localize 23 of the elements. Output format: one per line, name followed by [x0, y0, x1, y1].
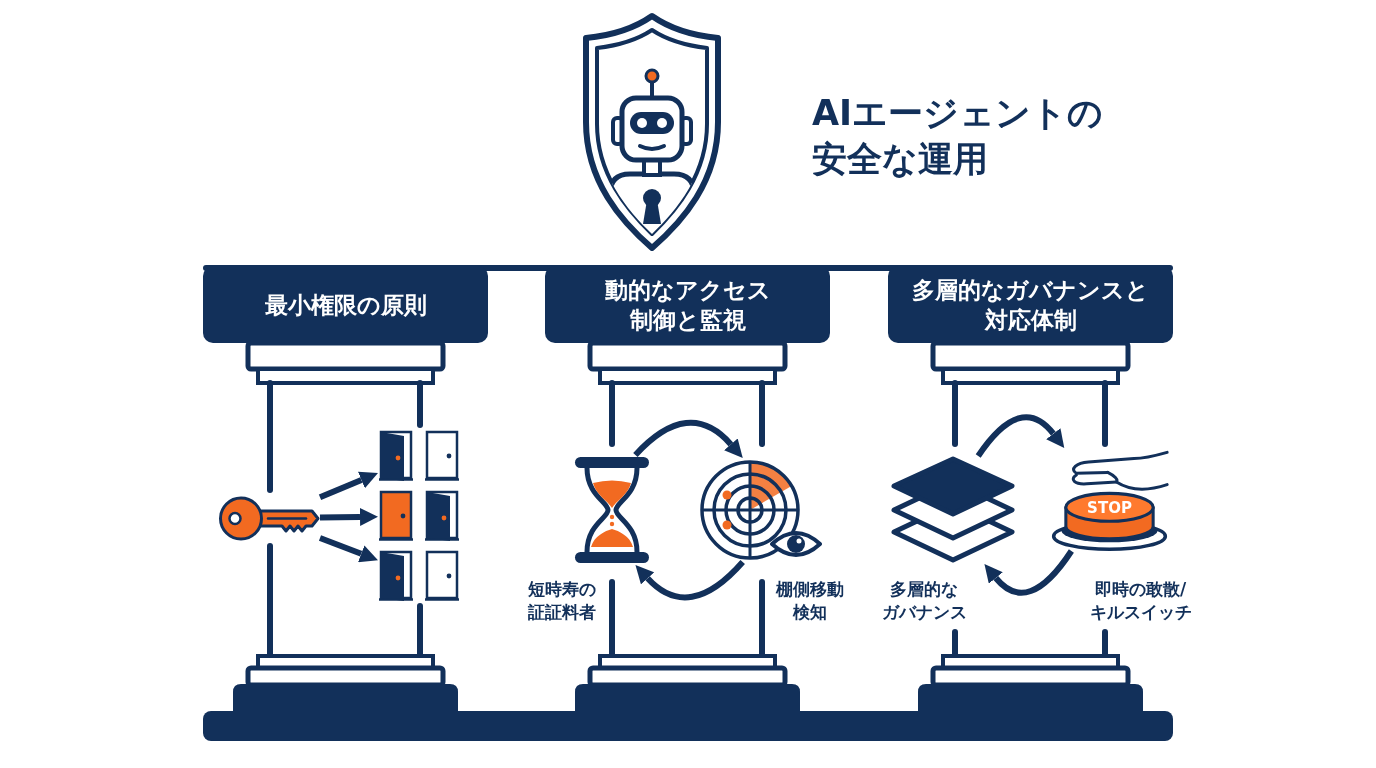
arrow	[975, 414, 1066, 458]
doors-icon	[378, 430, 460, 482]
hourglass-icon	[573, 455, 651, 565]
radar-eye-icon	[700, 458, 822, 562]
arrow	[318, 535, 378, 563]
node-label: 多層的なガバナンス	[880, 578, 968, 624]
layers-icon	[890, 456, 1016, 564]
pillar-heading: 最小権限の原則	[264, 290, 427, 320]
pillar-heading: 多層的なガバナンスと対応体制	[911, 275, 1150, 335]
arrow	[634, 559, 745, 601]
key-icon	[218, 495, 320, 542]
pillar-heading: 動的なアクセス制御と監視	[603, 275, 772, 335]
node-label: 即時の敢散/キルスイッチ	[1088, 578, 1193, 624]
title: AIエージェントの安全な運用	[812, 92, 1105, 181]
arrow	[633, 419, 744, 458]
node-label: 短時寿の証証料者	[527, 578, 597, 624]
stop-label: STOP	[1087, 498, 1132, 517]
doors-icon	[378, 490, 460, 542]
arrow	[983, 549, 1074, 596]
arrow	[318, 471, 378, 501]
arrow	[319, 508, 378, 526]
doors-icon	[378, 550, 460, 602]
node-label: 棚側移動検知	[775, 578, 845, 624]
